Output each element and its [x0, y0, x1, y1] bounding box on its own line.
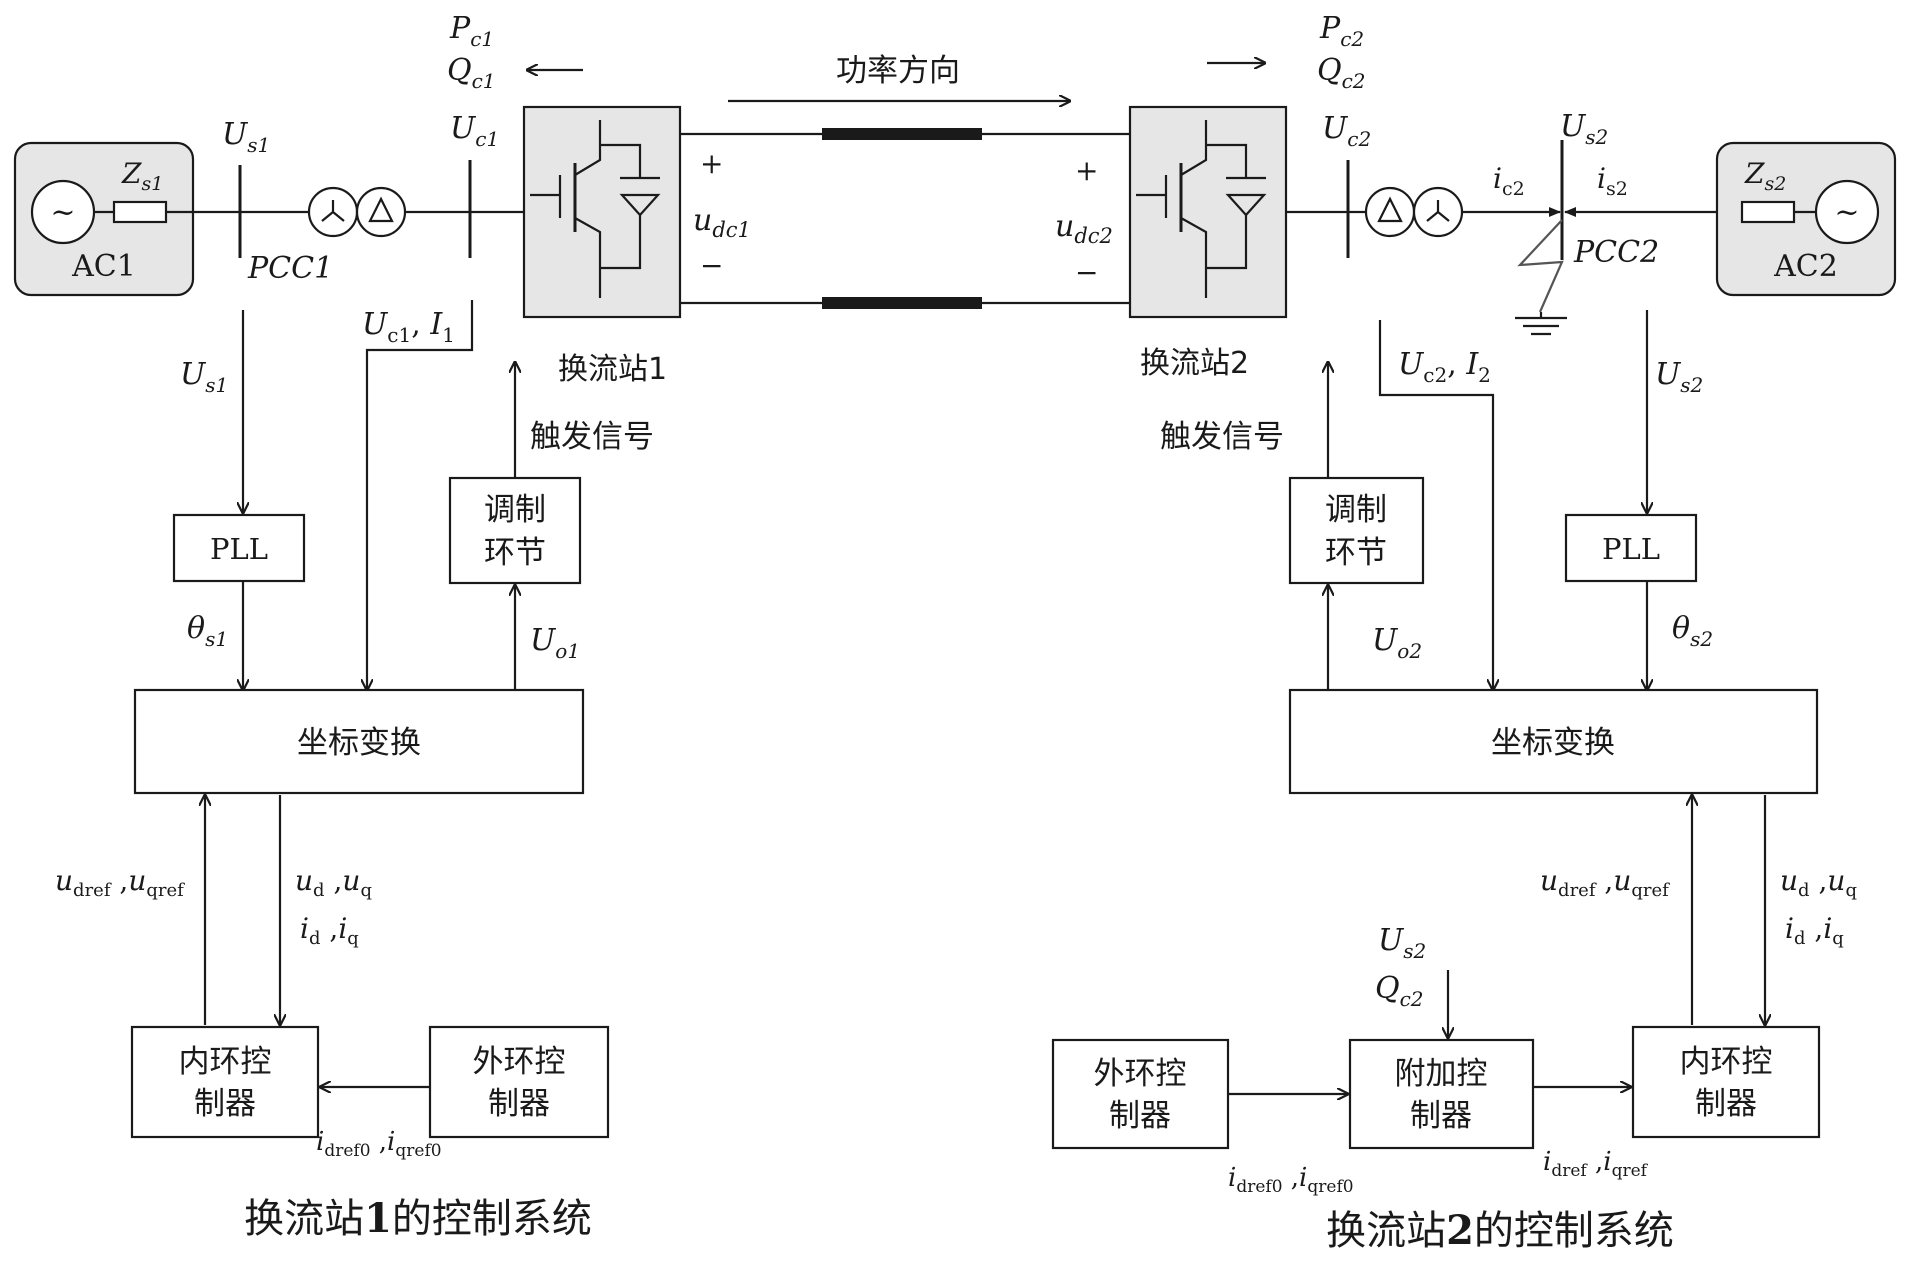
outer-loop-1-block: [428, 1025, 610, 1139]
modulation-2-block: [1288, 476, 1425, 585]
zs1-label: Zs1: [121, 157, 163, 195]
uc2-bus-label: Uc2: [1322, 111, 1371, 151]
mod-2-line2: 环节: [1325, 535, 1387, 571]
pll-1-block: [172, 513, 306, 583]
outer-1-line2: 制器: [488, 1086, 550, 1122]
converter-1-icon: [522, 105, 682, 319]
qc1-label: Qc1: [447, 53, 496, 93]
trigger-1-label: 触发信号: [530, 419, 654, 455]
udc2-label: udc2: [1055, 209, 1113, 248]
theta-s1-label: θs1: [187, 611, 228, 651]
us2-meas-label: Us2: [1655, 357, 1703, 397]
power-direction-label: 功率方向: [836, 53, 960, 89]
ac2-label: AC2: [1773, 249, 1838, 284]
mod-2-line1: 调制: [1325, 492, 1387, 528]
uo2-label: Uo2: [1372, 623, 1422, 663]
station-1-label: 换流站1: [558, 352, 667, 387]
pll-1-label: PLL: [210, 532, 268, 566]
modulation-1-block: [448, 476, 582, 585]
zs2-label: Zs2: [1744, 157, 1786, 195]
us1-bus-label: Us1: [222, 117, 270, 157]
caption-right: 换流站2的控制系统: [1326, 1207, 1674, 1254]
outer-2-line2: 制器: [1109, 1098, 1171, 1134]
uc1-i1-signal: [367, 300, 474, 690]
iref0-2-label: idref0 ,iqref0: [1228, 1163, 1354, 1197]
iref-2-label: idref ,iqref: [1543, 1147, 1649, 1181]
us2-add-label: Us2: [1378, 923, 1426, 963]
inner-2-line1: 内环控: [1680, 1044, 1773, 1080]
us1-meas-label: Us1: [180, 357, 228, 397]
add-line1: 附加控: [1395, 1056, 1488, 1092]
pcc1-label: PCC1: [247, 251, 333, 286]
add-line2: 制器: [1410, 1098, 1472, 1134]
idq-2-label: id ,iq: [1785, 912, 1844, 949]
zs1-impedance: [112, 200, 168, 224]
mod-1-line1: 调制: [484, 492, 546, 528]
is2-label: is2: [1597, 162, 1628, 200]
outer-1-line1: 外环控: [473, 1044, 566, 1080]
uc2-i2-label: Uc2, I2: [1398, 347, 1491, 387]
uc1-i1-label: Uc1, I1: [362, 307, 455, 347]
fault-ground-icon: [1515, 219, 1567, 336]
dc1-plus: +: [700, 147, 723, 180]
pll-2-block: [1564, 513, 1698, 583]
inner-1-line1: 内环控: [179, 1044, 272, 1080]
transformer-1-icon: [307, 186, 407, 238]
dc2-minus: −: [1075, 256, 1098, 289]
ac2-tilde: ~: [1834, 195, 1859, 230]
inner-loop-2-block: [1631, 1025, 1821, 1139]
ic2-label: ic2: [1493, 162, 1525, 200]
uref-1-label: udref ,uqref: [55, 864, 185, 901]
mod-1-line2: 环节: [484, 535, 546, 571]
transform-1-block: [133, 688, 585, 795]
udq-2-label: ud ,uq: [1780, 864, 1857, 901]
pll-2-label: PLL: [1602, 532, 1660, 566]
uo1-label: Uo1: [530, 623, 580, 663]
transformer-2-icon: [1364, 186, 1464, 238]
caption-left: 换流站1的控制系统: [244, 1195, 592, 1242]
dc2-plus: +: [1075, 154, 1098, 187]
inner-1-line2: 制器: [194, 1086, 256, 1122]
converter-2-icon: [1128, 105, 1288, 319]
qc2-label: Qc2: [1317, 53, 1366, 93]
ac1-label: AC1: [71, 249, 136, 284]
additional-controller-block: [1348, 1038, 1535, 1150]
idq-1-label: id ,iq: [300, 912, 359, 949]
dc1-minus: −: [700, 249, 723, 282]
transform-1-label: 坐标变换: [297, 725, 421, 761]
uref-2-label: udref ,uqref: [1540, 864, 1670, 901]
trigger-2-label: 触发信号: [1160, 419, 1284, 455]
transform-2-label: 坐标变换: [1491, 725, 1615, 761]
us2-bus-label: Us2: [1560, 109, 1608, 149]
uc1-bus-label: Uc1: [450, 111, 499, 151]
zs2-impedance: [1740, 200, 1796, 224]
udq-1-label: ud ,uq: [295, 864, 372, 901]
inner-2-line2: 制器: [1695, 1086, 1757, 1122]
uc2-i2-signal: [1378, 320, 1493, 690]
transform-2-block: [1288, 688, 1819, 795]
pc1-label: Pc1: [449, 11, 494, 51]
pc2-label: Pc2: [1319, 11, 1364, 51]
iref0-1-label: idref0 ,iqref0: [316, 1127, 442, 1161]
pcc2-label: PCC2: [1573, 235, 1659, 270]
theta-s2-label: θs2: [1672, 611, 1713, 651]
inner-loop-1-block: [130, 1025, 320, 1139]
station-2-label: 换流站2: [1140, 346, 1249, 381]
udc1-label: udc1: [693, 203, 751, 242]
qc2-add-label: Qc2: [1375, 971, 1424, 1011]
ac1-tilde: ~: [50, 195, 75, 230]
ac2-generator-icon: [1814, 179, 1880, 245]
outer-2-line1: 外环控: [1094, 1056, 1187, 1092]
